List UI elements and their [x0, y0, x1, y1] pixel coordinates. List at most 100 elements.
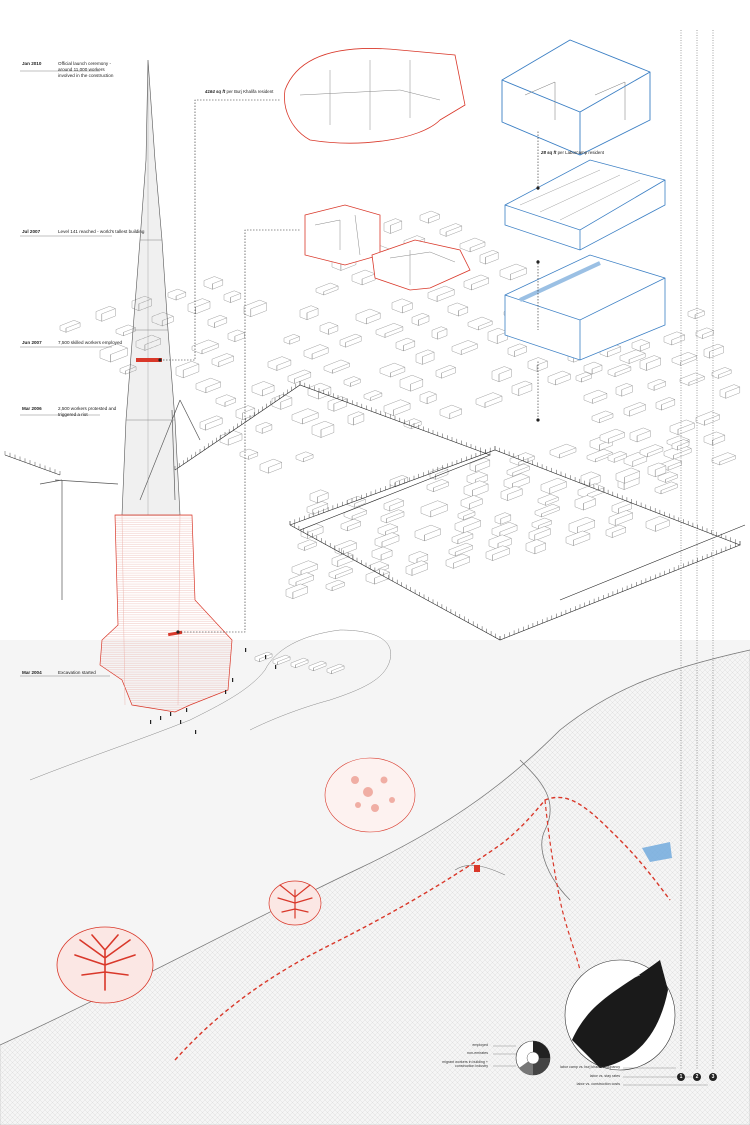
city-block [445, 553, 471, 569]
city-block [703, 343, 724, 359]
city-block [695, 327, 714, 339]
city-block [328, 566, 353, 580]
city-block [300, 523, 324, 539]
city-block [607, 363, 632, 377]
city-block [447, 302, 469, 317]
city-block [199, 415, 223, 431]
city-block [435, 365, 456, 379]
legend-number-1: 1 [677, 1073, 685, 1081]
city-block [59, 320, 81, 333]
city-block [303, 344, 329, 360]
city-block [591, 410, 614, 424]
legend-stay-rates: labor vs. stay rates [589, 1074, 620, 1078]
city-block [283, 334, 300, 345]
city-block [346, 496, 366, 508]
worker-figure [180, 720, 182, 724]
city-block [583, 361, 603, 375]
burj-area-value: 4164 sq ft [205, 89, 226, 94]
burj-area-text: per Burj Khalifa resident [226, 89, 274, 94]
timeline-date: Mar 2006 [22, 406, 42, 411]
city-block [647, 379, 667, 391]
legend-non-emirates: non-emirates [467, 1051, 488, 1055]
city-block [655, 397, 676, 411]
city-block [326, 663, 345, 675]
timeline-item-2006: Mar 2006 2,500 workers protested and trig… [22, 406, 120, 418]
timeline-date: Jun 2007 [22, 340, 42, 345]
timeline-event: 2,500 workers protested and triggered a … [58, 406, 117, 417]
labor-camp-map-marker [642, 842, 672, 862]
city-block [467, 316, 493, 331]
dubai-overview-inset [564, 959, 676, 1071]
the-world-islands [324, 757, 416, 833]
city-block [95, 306, 116, 322]
city-block [375, 323, 404, 338]
camp-area-value: 28 sq ft [541, 150, 557, 155]
city-block [647, 462, 667, 478]
connector-arrows [160, 99, 539, 633]
worker-figure [186, 708, 188, 712]
city-block [323, 359, 350, 374]
city-block [639, 355, 662, 371]
creek-outline [29, 629, 392, 781]
city-block [711, 452, 736, 466]
city-block [711, 367, 732, 379]
city-block [343, 376, 361, 387]
city-block [290, 657, 309, 669]
timeline-event: Level 141 reached - world's tallest buil… [58, 229, 145, 234]
connector-dot-2 [176, 630, 180, 634]
city-block [420, 500, 448, 518]
city-block [451, 531, 474, 545]
city-block [457, 509, 476, 521]
city-block [719, 384, 741, 399]
city-block [619, 349, 646, 364]
city-block [239, 448, 259, 460]
city-block [439, 223, 463, 237]
city-block [629, 427, 651, 443]
burj-khalifa-tower [99, 59, 233, 713]
city-block [287, 369, 312, 384]
city-block [568, 517, 596, 535]
worker-figure [150, 720, 152, 724]
city-block [463, 274, 490, 291]
city-block [615, 467, 641, 484]
city-block [405, 560, 428, 576]
connector-dot-4 [536, 260, 540, 264]
city-block [460, 495, 483, 510]
city-block [540, 478, 567, 495]
city-block [191, 339, 219, 355]
city-block [439, 404, 463, 420]
city-block [599, 428, 625, 444]
city-block [671, 439, 690, 451]
city-block [383, 218, 403, 234]
city-block [308, 660, 327, 672]
city-block [403, 418, 422, 430]
city-block [454, 517, 482, 534]
city-block [419, 210, 440, 224]
city-block [399, 375, 424, 392]
city-block [469, 457, 491, 472]
city-block [319, 322, 339, 335]
city-block [479, 250, 499, 265]
city-block [654, 481, 678, 495]
connector-dot-5 [536, 186, 540, 190]
city-block [431, 326, 448, 340]
city-block [331, 552, 354, 567]
city-block [408, 551, 429, 565]
city-block [583, 389, 608, 404]
camp-area-annotation: 28 sq ft per Laborcamp resident [541, 150, 604, 155]
city-block [663, 331, 686, 346]
city-block [605, 524, 627, 538]
city-block [426, 479, 449, 492]
city-block [363, 390, 383, 401]
city-block [255, 422, 273, 434]
city-block [380, 509, 405, 524]
city-block [534, 504, 560, 518]
legend-employed: employed [472, 1043, 488, 1047]
city-block [451, 340, 478, 355]
legend-number-2: 2 [693, 1073, 701, 1081]
city-block [251, 381, 275, 397]
city-block [272, 654, 291, 666]
city-block [299, 305, 319, 320]
